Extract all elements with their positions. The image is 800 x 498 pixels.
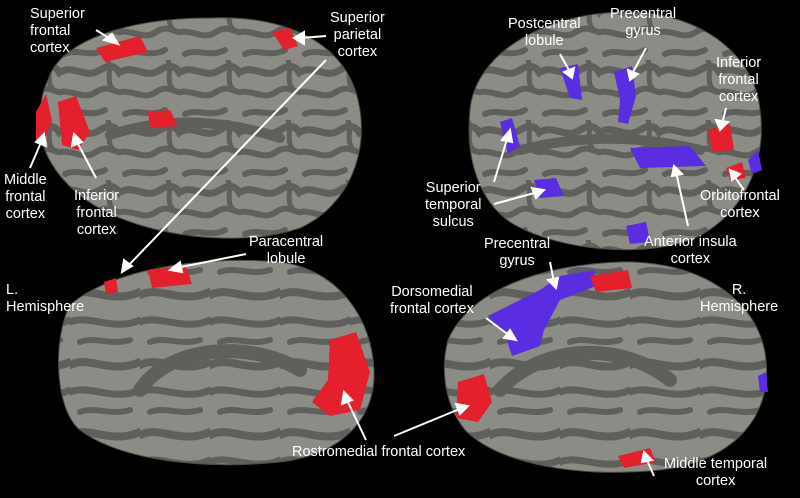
arrow-rostromedial-right: [393, 407, 463, 437]
region-superior-frontal-left: [96, 36, 148, 62]
annotation-arrows: [29, 29, 745, 477]
label-inferior-frontal-cortex-left: Inferior frontal cortex: [74, 188, 120, 238]
corpus-callosum-right: [493, 345, 677, 397]
arrowhead-anterior-insula: [670, 163, 685, 178]
label-orbitofrontal-cortex: Orbitofrontal cortex: [700, 188, 780, 221]
cortex-left-lateral: [39, 17, 362, 239]
arrowhead-superior-temporal-1: [500, 127, 514, 144]
arrow-inferior-frontal-left: [75, 139, 97, 179]
label-anterior-insula-cortex: Anterior insula cortex: [644, 234, 737, 267]
arrowhead-precentral-medial: [545, 276, 560, 291]
region-precentral-medial-red: [590, 270, 632, 292]
arrowhead-parietal-to-medial: [120, 258, 134, 274]
arrowhead-superior-frontal: [101, 32, 121, 46]
arrow-precentral-lateral: [631, 47, 647, 75]
arrowhead-superior-temporal-2: [530, 186, 547, 200]
arrow-parietal-to-medial: [125, 59, 327, 269]
brain-left-medial: [58, 259, 375, 466]
region-small-medial-left: [104, 278, 118, 294]
arrowhead-rostromedial-right: [454, 402, 471, 416]
label-left-hemisphere: L. Hemisphere: [6, 282, 85, 315]
label-superior-parietal-cortex: Superior parietal cortex: [330, 10, 385, 60]
label-precentral-gyrus-medial: Precentral gyrus: [484, 236, 551, 269]
region-dorsomedial-right: [488, 270, 596, 356]
arrowhead-middle-temporal: [640, 449, 655, 464]
arrowhead-postcentral: [561, 66, 576, 80]
label-right-hemisphere: R. Hemisphere: [700, 282, 779, 315]
arrow-postcentral: [559, 53, 571, 73]
label-rostromedial-frontal-cortex: Rostromedial frontal cortex: [292, 444, 466, 460]
region-superior-parietal-left: [272, 28, 298, 50]
region-middle-frontal-left: [36, 94, 52, 142]
arrowhead-paracentral: [167, 260, 184, 274]
corpus-callosum-left: [133, 344, 307, 397]
label-postcentral-lobule: Postcentral lobule: [508, 16, 581, 49]
arrowhead-dorsomedial: [502, 328, 518, 342]
brain-left-lateral: [36, 17, 362, 239]
arrowhead-orbitofrontal: [728, 168, 743, 182]
label-dorsomedial-frontal-cortex: Dorsomedial frontal cortex: [390, 284, 474, 317]
region-small-left-lateral: [148, 110, 178, 128]
arrow-rostromedial-left: [345, 397, 367, 441]
arrow-superior-temporal-2: [493, 191, 539, 205]
arrowhead-precentral-lateral: [626, 68, 641, 82]
region-inferior-frontal-right: [708, 124, 734, 152]
region-rostromedial-left: [312, 332, 370, 416]
label-precentral-gyrus-lateral: Precentral gyrus: [610, 6, 677, 39]
label-middle-temporal-cortex: Middle temporal cortex: [664, 456, 768, 489]
arrowhead-inferior-frontal-left: [70, 131, 84, 148]
arrowhead-superior-parietal: [292, 30, 305, 46]
label-middle-frontal-cortex: Middle frontal cortex: [4, 172, 47, 222]
region-middle-temporal-right: [618, 448, 656, 468]
region-blue-temporal-pole-right: [626, 222, 650, 244]
sylvian-fissure-right: [515, 133, 705, 155]
label-superior-frontal-cortex: Superior frontal cortex: [30, 6, 85, 56]
brain-right-medial: [443, 261, 768, 473]
arrow-dorsomedial: [485, 317, 511, 337]
label-inferior-frontal-cortex-right: Inferior frontal cortex: [716, 55, 762, 105]
arrow-anterior-insula: [675, 171, 689, 227]
label-paracentral-lobule: Paracentral lobule: [249, 234, 324, 267]
arrowhead-middle-frontal: [34, 131, 48, 148]
region-inferior-frontal-left: [58, 96, 90, 150]
arrowhead-inferior-frontal-right: [714, 118, 731, 132]
cortex-left-medial: [58, 259, 375, 466]
arrow-paracentral: [175, 253, 247, 269]
region-anterior-insula-right: [630, 146, 706, 168]
region-blue-frontal-pole-right: [748, 150, 762, 174]
region-blue-occipital-right: [758, 372, 768, 392]
label-superior-temporal-sulcus: Superior temporal sulcus: [425, 180, 482, 230]
sylvian-fissure-left: [105, 117, 285, 143]
arrow-superior-temporal-1: [493, 135, 509, 183]
arrowhead-rostromedial-left: [340, 389, 354, 406]
